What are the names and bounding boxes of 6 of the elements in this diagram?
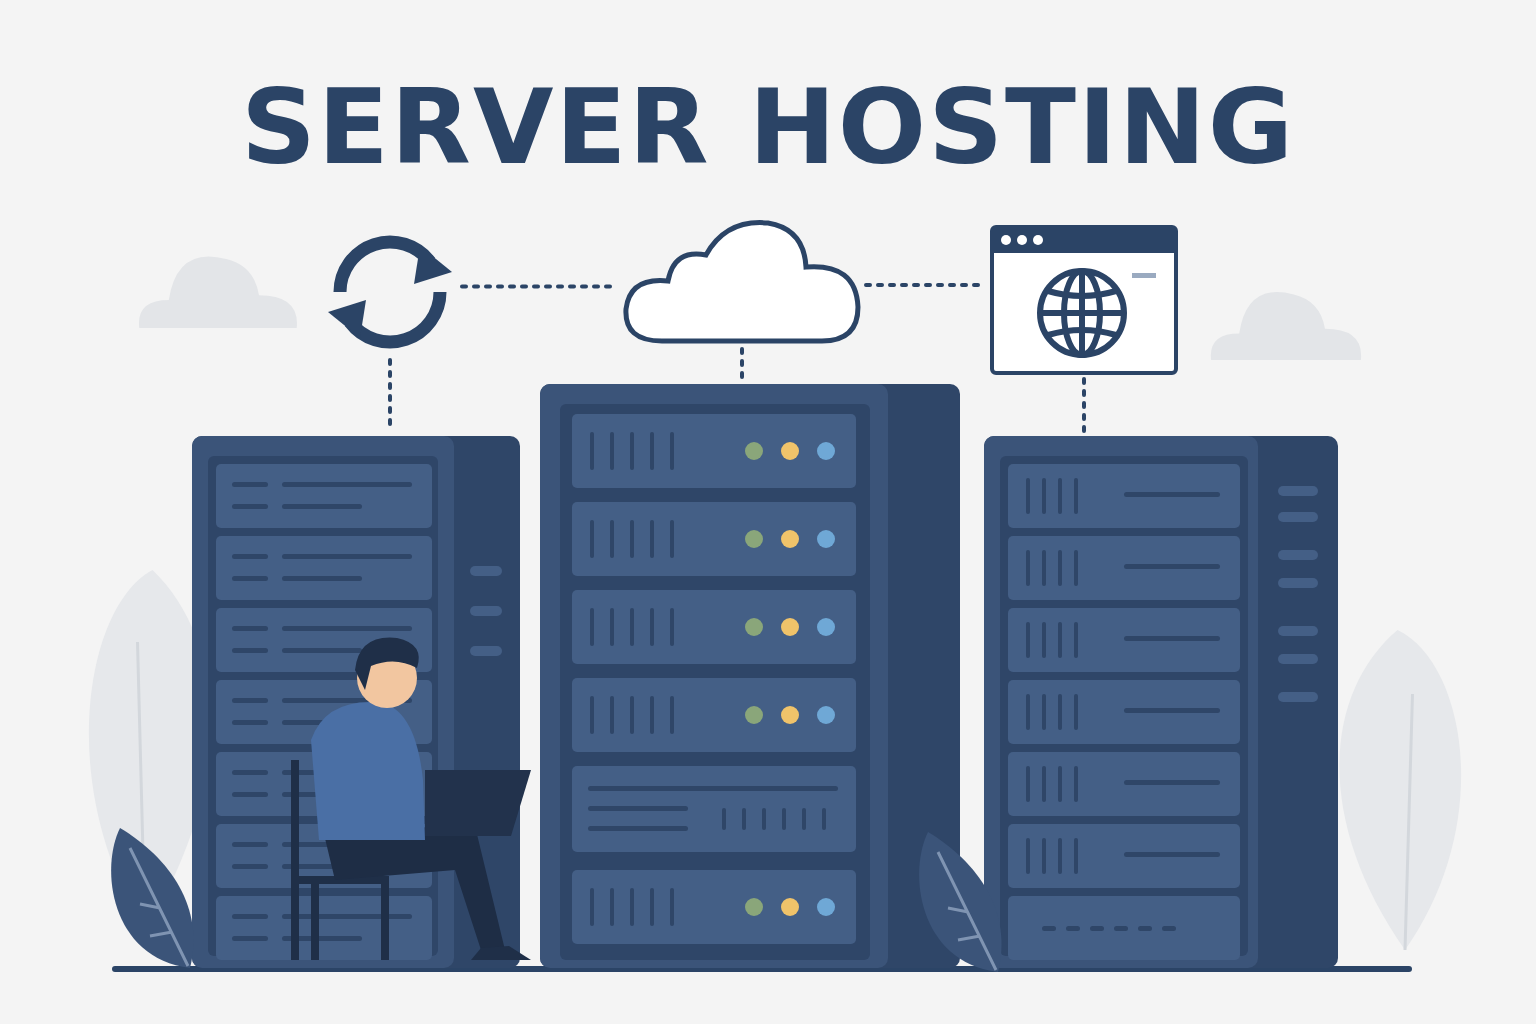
server-rack-drawing bbox=[984, 436, 1338, 968]
server-rack-drawing bbox=[540, 384, 960, 968]
title: SERVER HOSTING bbox=[240, 70, 1296, 185]
web-browser-icon bbox=[990, 225, 1178, 375]
dotted-connector bbox=[1082, 377, 1086, 434]
dotted-connector bbox=[740, 347, 744, 382]
